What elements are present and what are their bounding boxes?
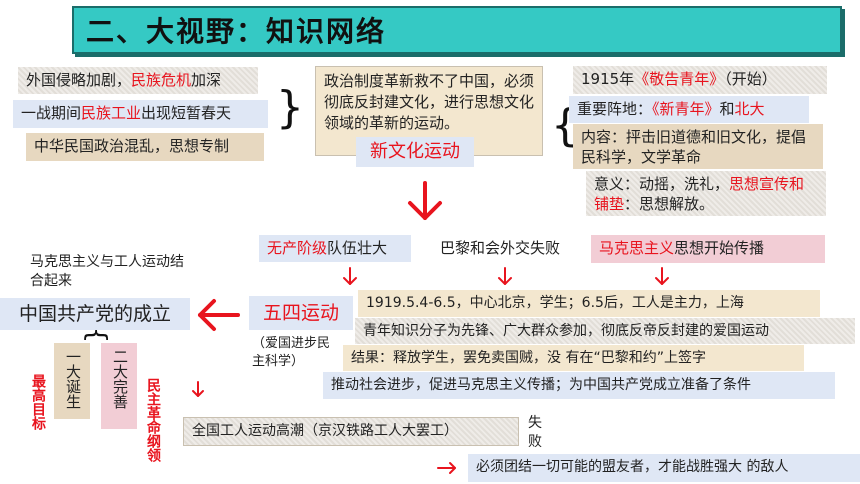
- may4-cause-middle: 巴黎和会外交失败: [432, 235, 582, 262]
- may4-detail-4-text: 推动社会进步，促进马克思主义传播；为中国共产党成立准备了条件: [331, 377, 751, 393]
- party-item-2: 二大完善: [111, 349, 129, 409]
- detail-box-4: 意义：动摇，洗礼，思想宣传和铺垫：思想解放。: [586, 171, 826, 216]
- detail-4-post: ：思想解放。: [624, 195, 715, 213]
- center-text: 政治制度革新救不了中国，必须彻底反封建文化，进行思想文化领域的革新的运动。: [324, 72, 535, 132]
- party-item-1-box: 一大诞生: [54, 343, 90, 419]
- page-title: 二、大视野：知识网络: [86, 15, 387, 48]
- detail-4-pre: 意义：动摇，洗礼，: [594, 175, 730, 193]
- labor-movement-box: 全国工人运动高潮（京汉铁路工人大罢工）: [183, 417, 519, 446]
- may4-cause-left-highlight: 无产阶级: [267, 239, 328, 257]
- detail-1-pre: 1915年: [581, 70, 635, 88]
- detail-1-post: （开始）: [724, 70, 777, 88]
- may4-label: 五四运动: [262, 302, 339, 324]
- detail-2-pre: 重要阵地：: [577, 100, 653, 118]
- may4-detail-4: 推动社会进步，促进马克思主义传播；为中国共产党成立准备了条件: [323, 372, 835, 399]
- small-down-arrow-2-icon: [192, 381, 204, 397]
- may4-label-box: 五四运动: [249, 296, 353, 330]
- left-arrow-icon: [198, 299, 240, 331]
- detail-2-highlight-1: 《新青年》: [652, 100, 720, 118]
- marx-union-text: 马克思主义与工人运动结合起来: [30, 254, 184, 289]
- may4-detail-3-text: 结果：释放学生，罢免卖国贼，没 有在“巴黎和约”上签字: [351, 350, 706, 366]
- cause-2-highlight: 民族工业: [81, 104, 142, 122]
- may4-detail-2: 青年知识分子为先锋、广大群众参加，彻底反帝反封建的爱国运动: [355, 318, 855, 344]
- small-down-arrow-icon: [343, 267, 669, 285]
- party-item-1: 一大诞生: [64, 349, 82, 409]
- cause-box-1: 外国侵略加剧，民族危机加深: [18, 67, 258, 94]
- cause-1-post: 加深: [191, 71, 222, 89]
- top-goal-label: 最高目标: [30, 374, 46, 430]
- title-bar: [72, 6, 842, 54]
- may4-cause-left-post: 队伍壮大: [327, 239, 388, 257]
- cause-2-pre: 一战期间: [21, 104, 82, 122]
- may4-detail-2-text: 青年知识分子为先锋、广大群众参加，彻底反帝反封建的爱国运动: [363, 323, 769, 339]
- detail-3-text: 内容：抨击旧道德和旧文化，提倡民科学，文学革命: [581, 128, 807, 166]
- detail-box-2: 重要阵地：《新青年》和北大: [569, 96, 809, 123]
- cause-3-text: 中华民国政治混乱，思想专制: [34, 137, 230, 155]
- right-arrow-icon: [437, 462, 456, 474]
- party-founding-box: 中国共产党的成立: [0, 298, 190, 330]
- democratic-program-label: 民主革命纲领: [145, 378, 161, 462]
- may4-detail-1: 1919.5.4-6.5，中心北京，学生；6.5后，工人是主力，上海: [358, 290, 820, 317]
- cause-1-highlight: 民族危机: [131, 71, 192, 89]
- cause-box-3: 中华民国政治混乱，思想专制: [26, 133, 264, 161]
- cause-box-2: 一战期间民族工业出现短暂春天: [13, 100, 268, 128]
- may4-detail-1-text: 1919.5.4-6.5，中心北京，学生；6.5后，工人是主力，上海: [366, 295, 744, 311]
- may4-note: （爱国进步民主科学）: [252, 336, 331, 369]
- lesson-text: 必须团结一切可能的盟友者，才能战胜强大 的敌人: [476, 459, 789, 475]
- party-item-2-box: 二大完善: [101, 343, 137, 429]
- may4-detail-3: 结果：释放学生，罢免卖国贼，没 有在“巴黎和约”上签字: [343, 345, 804, 371]
- may4-cause-right: 马克思主义思想开始传播: [591, 235, 825, 263]
- new-culture-label-box: 新文化运动: [356, 137, 474, 167]
- detail-box-1: 1915年《敬告青年》（开始）: [573, 66, 827, 94]
- detail-4-highlight: 思想宣传和铺垫: [594, 175, 805, 213]
- may4-cause-left: 无产阶级队伍壮大: [259, 235, 411, 262]
- may4-cause-right-post: 思想开始传播: [674, 239, 765, 257]
- lesson-box: 必须团结一切可能的盟友者，才能战胜强大 的敌人: [468, 454, 860, 482]
- cause-2-post: 出现短暂春天: [141, 104, 232, 122]
- labor-movement-text: 全国工人运动高潮（京汉铁路工人大罢工）: [192, 423, 458, 439]
- may4-cause-right-highlight: 马克思主义: [599, 239, 675, 257]
- detail-1-highlight: 《敬告青年》: [634, 70, 725, 88]
- cause-1-pre: 外国侵略加剧，: [26, 71, 132, 89]
- new-culture-label: 新文化运动: [370, 141, 460, 162]
- failure-label: 失败: [528, 415, 542, 450]
- detail-2-highlight-2: 北大: [734, 100, 765, 118]
- detail-box-3: 内容：抨击旧道德和旧文化，提倡民科学，文学革命: [573, 124, 823, 169]
- right-brace-icon: }: [276, 82, 304, 133]
- may4-cause-middle-text: 巴黎和会外交失败: [440, 239, 561, 257]
- party-founding-text: 中国共产党的成立: [18, 303, 171, 325]
- down-arrow-icon: [408, 181, 442, 220]
- detail-2-mid: 和: [719, 100, 735, 118]
